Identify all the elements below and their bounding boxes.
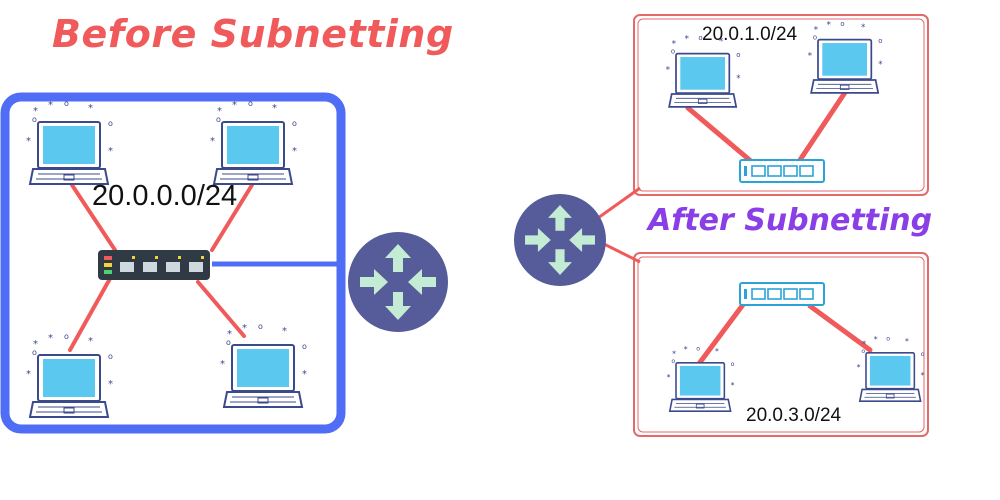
original-network-cables <box>68 183 254 352</box>
before-title: Before Subnetting <box>52 12 454 56</box>
laptop-icon <box>219 321 308 408</box>
subnet-b-boundary <box>633 252 929 437</box>
router-icon <box>514 194 606 286</box>
subnet-a-boundary <box>633 14 929 196</box>
laptop-icon <box>665 344 736 412</box>
laptop-icon <box>25 331 114 418</box>
switch-icon <box>739 282 825 306</box>
laptop-icon <box>25 98 114 185</box>
subnet-b-label: 20.0.3.0/24 <box>746 405 842 426</box>
subnet-a-label: 20.0.1.0/24 <box>702 24 798 45</box>
switch-icon <box>98 250 210 280</box>
original-network-label: 20.0.0.0/24 <box>92 180 238 212</box>
router-icon <box>348 232 448 332</box>
after-title: After Subnetting <box>648 203 933 238</box>
laptop-icon <box>209 98 298 185</box>
subnet-b-cables <box>695 299 873 368</box>
laptop-icon <box>806 18 885 94</box>
subnet-a-cables <box>685 85 851 165</box>
switch-icon <box>739 159 825 183</box>
original-network-boundary <box>0 92 346 434</box>
